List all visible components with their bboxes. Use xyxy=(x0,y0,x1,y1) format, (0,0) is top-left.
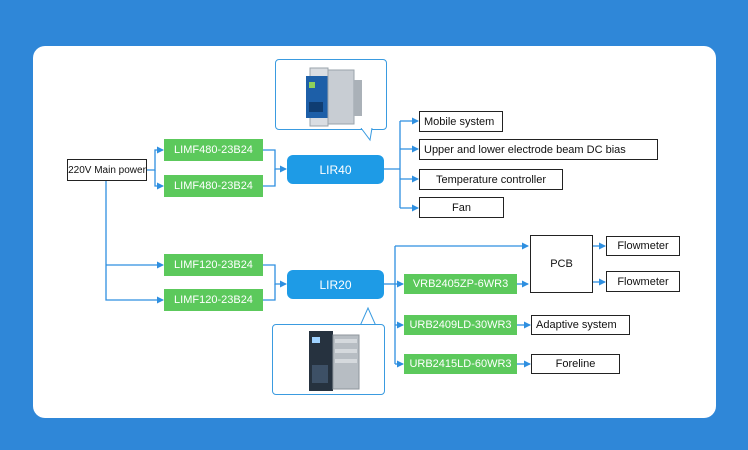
lir40-callout-pointer xyxy=(360,128,373,142)
urb2415-module: URB2415LD-60WR3 xyxy=(404,354,517,374)
limf480-module-bottom: LIMF480-23B24 xyxy=(164,175,263,197)
flowmeter-box-1: Flowmeter xyxy=(606,236,680,256)
limf120-module-bottom: LIMF120-23B24 xyxy=(164,289,263,311)
lir40-product-image-callout xyxy=(275,59,387,130)
lir20-product-image-callout xyxy=(272,324,385,395)
main-power-box: 220V Main power xyxy=(67,159,147,181)
lir20-product-image xyxy=(309,331,360,391)
pcb-box: PCB xyxy=(530,235,593,293)
foreline-box: Foreline xyxy=(531,354,620,374)
mobile-system-box: Mobile system xyxy=(419,111,503,132)
lir40-product-image xyxy=(306,67,362,127)
lir40-module: LIR40 xyxy=(287,155,384,184)
vrb2405-module: VRB2405ZP-6WR3 xyxy=(404,274,517,294)
urb2409-module: URB2409LD-30WR3 xyxy=(404,315,517,335)
lir20-module: LIR20 xyxy=(287,270,384,299)
temperature-controller-box: Temperature controller xyxy=(419,169,563,190)
electrode-bias-box: Upper and lower electrode beam DC bias xyxy=(419,139,658,160)
lir20-callout-pointer xyxy=(359,306,377,326)
adaptive-system-box: Adaptive system xyxy=(531,315,630,335)
limf480-module-top: LIMF480-23B24 xyxy=(164,139,263,161)
limf120-module-top: LIMF120-23B24 xyxy=(164,254,263,276)
fan-box: Fan xyxy=(419,197,504,218)
flowmeter-box-2: Flowmeter xyxy=(606,271,680,292)
